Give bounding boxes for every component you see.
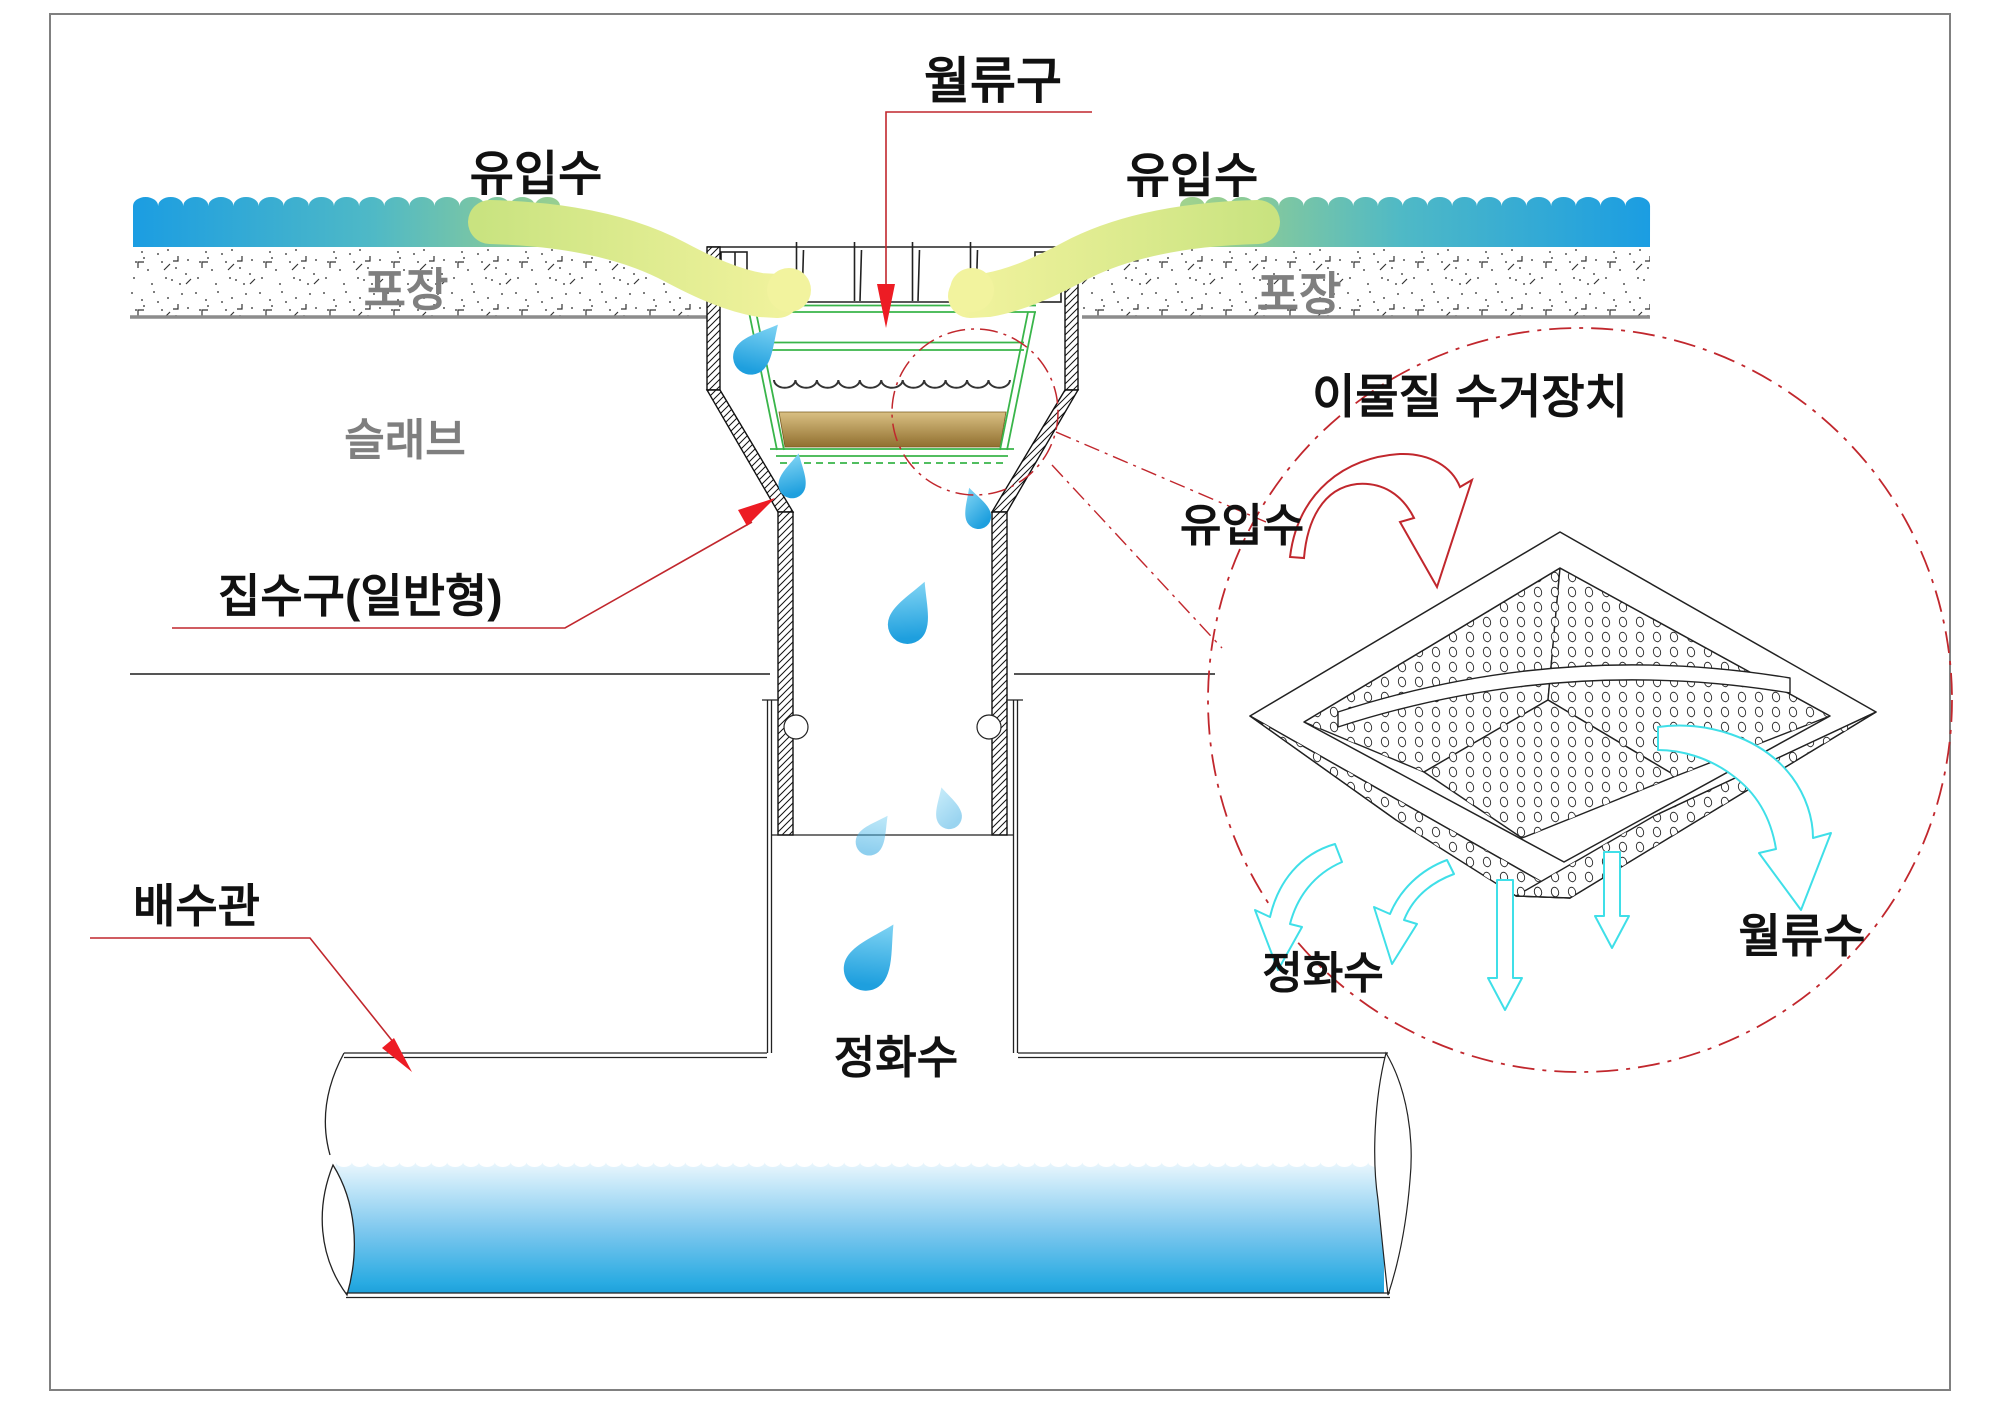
sediment-layer — [778, 411, 1007, 448]
surface-water-left — [133, 197, 561, 247]
label-detail-overflow: 월류수 — [1739, 910, 1866, 962]
detail-connector-lines — [1051, 431, 1267, 649]
label-pavement-left: 포장 — [364, 264, 449, 316]
overflow-port-arrow — [877, 284, 895, 328]
pavement-right — [1082, 247, 1650, 319]
label-detail-title: 이물질 수거장치 — [1312, 370, 1628, 423]
surface-water-right — [1180, 197, 1651, 247]
leader-catch-basin — [172, 521, 753, 629]
purified-arrow-2 — [1373, 859, 1455, 965]
purified-arrow-1 — [1254, 843, 1343, 971]
gasket-bump-right — [976, 714, 1002, 740]
leader-drain-pipe — [90, 937, 399, 1049]
detail-circle — [1207, 327, 1953, 1073]
label-slab: 슬래브 — [344, 416, 465, 465]
overflow-arrow-small — [1594, 851, 1630, 949]
overflow-arrow-big — [1657, 724, 1832, 911]
label-detail-inflow: 유입수 — [1180, 500, 1304, 551]
detail-reference — [891, 327, 1953, 1073]
detail-flow-arrows — [1254, 724, 1832, 1011]
label-detail-purified: 정화수 — [1262, 949, 1383, 998]
drain-pipe-arrow — [382, 1038, 412, 1072]
pipe-right-opening — [1374, 1051, 1412, 1296]
pipe-water — [332, 1162, 1385, 1293]
label-purified-water: 정화수 — [834, 1032, 958, 1083]
gasket-bump-left — [783, 714, 809, 740]
label-catch-basin: 집수구(일반형) — [218, 570, 503, 622]
basket-water-line — [773, 379, 1011, 389]
detail-inflow-arrow — [1288, 452, 1474, 590]
leader-overflow-port — [885, 111, 1092, 286]
label-overflow-port: 월류구 — [924, 53, 1062, 109]
leaders — [90, 111, 1092, 1072]
purified-arrow-3 — [1487, 879, 1523, 1011]
basket-section — [748, 304, 1036, 464]
drain-pipe — [321, 1051, 1412, 1299]
pipe-socket — [762, 699, 1023, 1053]
label-inflow-right: 유입수 — [1126, 150, 1258, 203]
page-border — [49, 13, 1951, 1391]
detail-source-circle — [891, 328, 1059, 496]
basket-handle — [1337, 664, 1791, 728]
label-inflow-left: 유입수 — [470, 148, 602, 201]
pipe-left-opening — [321, 1163, 355, 1297]
label-drain-pipe: 배수관 — [133, 880, 260, 932]
label-pavement-right: 포장 — [1257, 268, 1342, 320]
inflow-streams — [468, 200, 1280, 318]
catch-basin-arrow — [738, 498, 775, 526]
